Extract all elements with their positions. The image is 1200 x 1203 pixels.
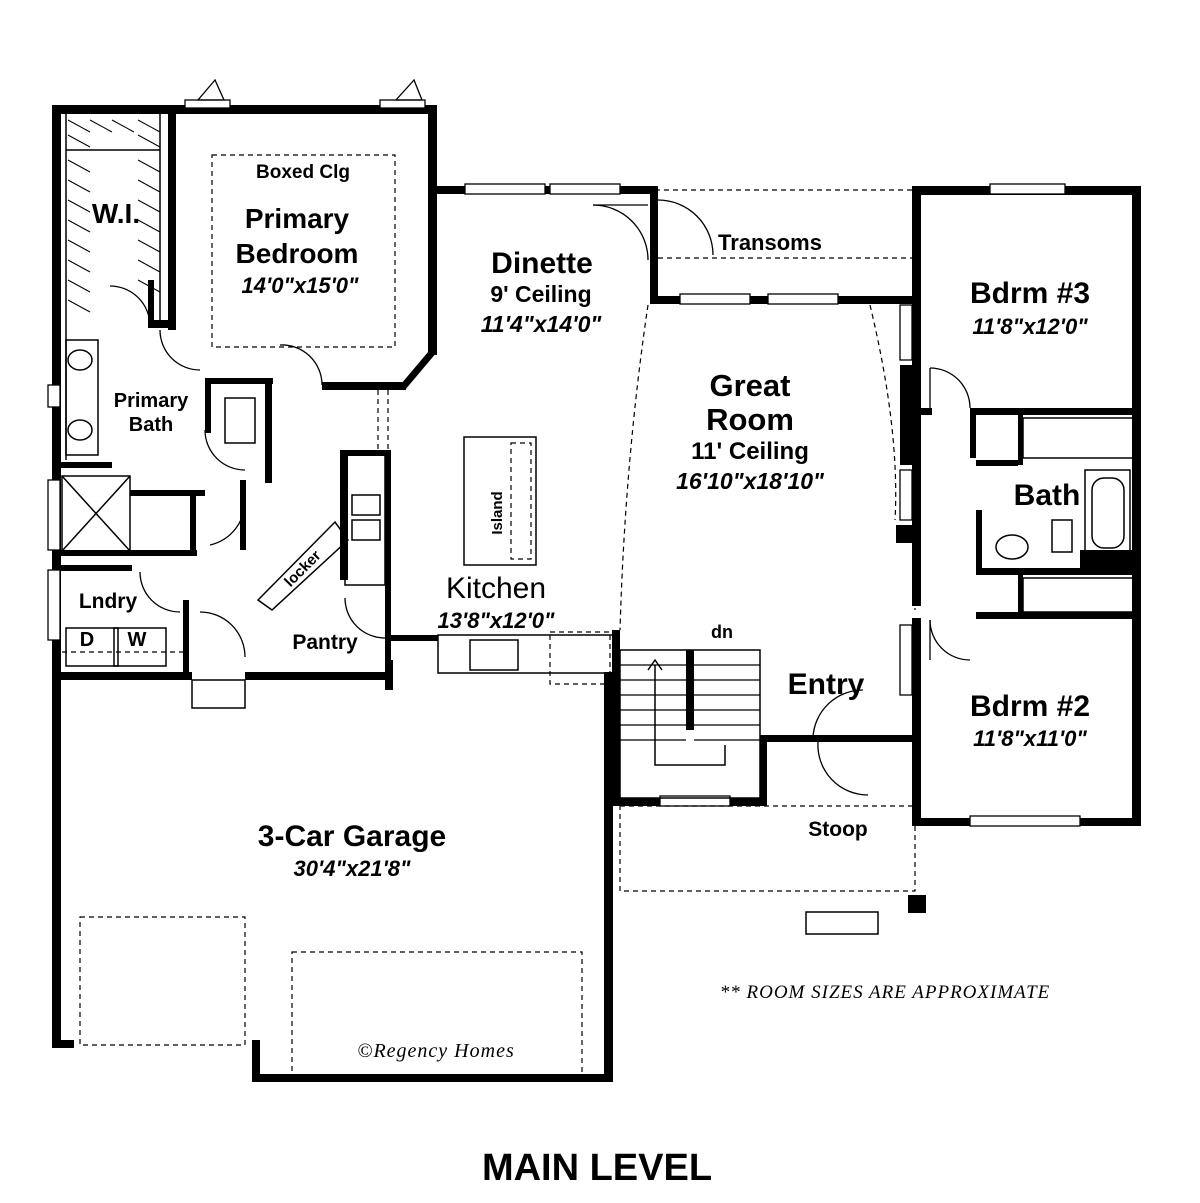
primary-bedroom-size: 14'0"x15'0" bbox=[242, 273, 360, 298]
laundry-label: Lndry bbox=[79, 590, 138, 613]
plan-title: MAIN LEVEL bbox=[482, 1147, 712, 1189]
pantry-label: Pantry bbox=[292, 631, 358, 654]
dinette-size: 11'4"x14'0" bbox=[481, 311, 603, 337]
great-room-label-1: Great bbox=[710, 368, 791, 403]
great-room-ceiling: 11' Ceiling bbox=[691, 438, 809, 465]
dinette-label: Dinette bbox=[491, 247, 593, 280]
doors bbox=[109, 78, 971, 796]
bath-label: Bath bbox=[1014, 479, 1081, 512]
great-room-label-2: Room bbox=[706, 402, 794, 437]
dinette-ceiling: 9' Ceiling bbox=[490, 281, 591, 307]
primary-bath-label-2: Bath bbox=[129, 414, 173, 436]
primary-bath-label-1: Primary bbox=[114, 390, 189, 412]
garage-label: 3-Car Garage bbox=[258, 820, 446, 853]
stoop-label: Stoop bbox=[808, 818, 867, 841]
copyright-note: ©Regency Homes bbox=[357, 1040, 514, 1062]
stairs-dn-label: dn bbox=[711, 622, 733, 642]
kitchen-label: Kitchen bbox=[446, 572, 546, 605]
bdrm3-label: Bdrm #3 bbox=[970, 277, 1090, 310]
windows bbox=[47, 99, 1081, 827]
island-label: Island bbox=[489, 491, 506, 534]
bdrm3-size: 11'8"x12'0" bbox=[972, 314, 1088, 339]
bdrm2-label: Bdrm #2 bbox=[970, 690, 1090, 723]
primary-bedroom-label-2: Bedroom bbox=[236, 238, 359, 269]
transoms-label: Transoms bbox=[718, 230, 822, 255]
interior-walls bbox=[52, 105, 1141, 675]
room-labels: W.I. Boxed Clg Primary Bedroom 14'0"x15'… bbox=[79, 162, 1090, 1189]
boxed-ceiling-label: Boxed Clg bbox=[256, 162, 350, 183]
great-room-size: 16'10"x18'10" bbox=[676, 468, 825, 494]
fixtures bbox=[61, 114, 1134, 1078]
washer-label: W bbox=[128, 629, 147, 651]
primary-bedroom-label-1: Primary bbox=[245, 203, 350, 234]
entry-label: Entry bbox=[788, 668, 865, 701]
walkin-label: W.I. bbox=[92, 198, 140, 229]
garage-size: 30'4"x21'8" bbox=[294, 856, 412, 881]
exterior-walls bbox=[52, 105, 1141, 1082]
dryer-label: D bbox=[80, 629, 94, 651]
kitchen-size: 13'8"x12'0" bbox=[438, 608, 556, 633]
bdrm2-size: 11'8"x11'0" bbox=[973, 726, 1087, 751]
room-sizes-note: ** ROOM SIZES ARE APPROXIMATE bbox=[720, 982, 1051, 1003]
